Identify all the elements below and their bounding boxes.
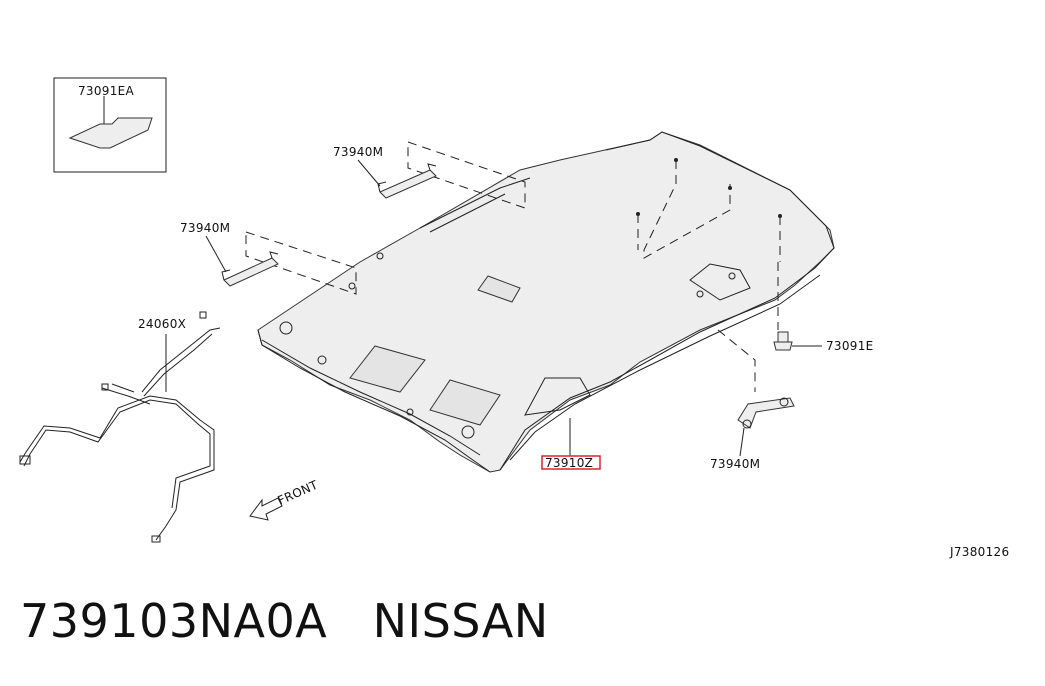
wire-harness: 24060X (19, 311, 221, 543)
grip-hole (348, 282, 356, 290)
headliner-label: 73910Z (541, 418, 601, 470)
grip-hole (461, 425, 475, 439)
grip-hole (317, 355, 327, 365)
assist-grip-top: 73940M (333, 145, 437, 199)
grip-hole (279, 321, 293, 335)
part-number: 739103NA0A (20, 594, 328, 648)
label-73940M-right: 73940M (710, 457, 760, 471)
grip-hole (728, 272, 736, 280)
label-73940M-left: 73940M (180, 221, 230, 235)
front-label: FRONT (276, 478, 321, 508)
reference-code: J7380126 (949, 545, 1009, 559)
inset-pad-shape (68, 117, 153, 149)
sunvisor-recess-left (349, 345, 426, 393)
label-73091E: 73091E (826, 339, 874, 353)
inset-box: 73091EA (53, 77, 167, 173)
label-73910Z: 73910Z (545, 456, 593, 470)
assembly-lines (245, 141, 782, 392)
highlight-box (541, 455, 601, 470)
assist-grip-right: 73940M (710, 397, 795, 471)
label-73091EA: 73091EA (78, 84, 135, 98)
label-73940M-top: 73940M (333, 145, 383, 159)
label-24060X: 24060X (138, 317, 186, 331)
part-caption: 739103NA0A NISSAN (20, 594, 549, 648)
grip-hole (406, 408, 414, 416)
assist-grip-left: 73940M (180, 221, 279, 287)
front-arrow: FRONT (249, 478, 321, 521)
sunvisor-recess-right (429, 379, 501, 426)
clip-73091E: 73091E (773, 331, 874, 353)
grip-hole (376, 252, 384, 260)
headliner-panel (257, 131, 835, 473)
brand-name: NISSAN (372, 594, 549, 648)
grip-hole (696, 290, 704, 298)
console-opening (477, 275, 521, 303)
